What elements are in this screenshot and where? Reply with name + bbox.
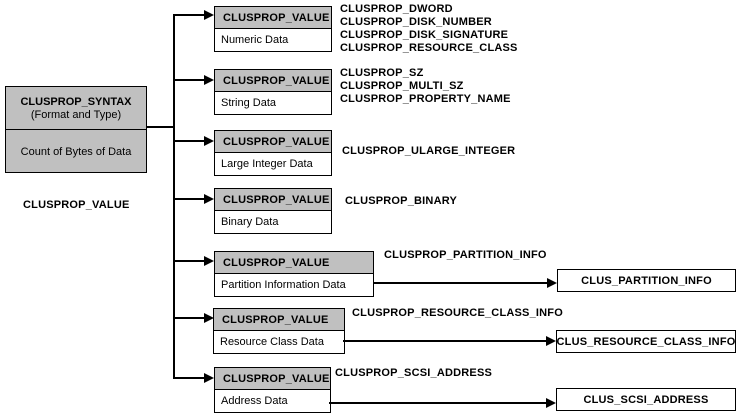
type-label: CLUSPROP_PARTITION_INFO [384,249,547,261]
clus-partition-info-box: CLUS_PARTITION_INFO [557,269,736,292]
branch-line-5 [173,260,205,262]
value-box-body: Address Data [215,390,330,412]
type-label: CLUSPROP_SCSI_ADDRESS [335,367,493,379]
clusprop-value-box-binary: CLUSPROP_VALUE Binary Data [214,188,332,234]
clusprop-syntax-body: Count of Bytes of Data [20,145,132,158]
type-labels-numeric: CLUSPROP_DWORD CLUSPROP_DISK_NUMBER CLUS… [340,3,518,55]
value-box-body: String Data [215,92,331,114]
arrow-right-icon [204,373,214,383]
type-label: CLUSPROP_ULARGE_INTEGER [342,145,516,157]
clusprop-syntax-header: CLUSPROP_SYNTAX (Format and Type) [6,87,146,130]
connector-root-line [147,126,175,128]
type-label: CLUSPROP_RESOURCE_CLASS [340,42,518,54]
value-box-body: Large Integer Data [215,153,331,175]
connector-trunk-line [173,14,175,379]
type-label: CLUSPROP_RESOURCE_CLASS_INFO [352,307,563,319]
type-labels-address: CLUSPROP_SCSI_ADDRESS [335,367,492,380]
struct-box-label: CLUS_SCSI_ADDRESS [583,393,709,406]
value-box-body: Partition Information Data [215,274,373,296]
arrow-right-icon [204,194,214,204]
type-label: CLUSPROP_DISK_SIGNATURE [340,29,509,41]
type-label: CLUSPROP_BINARY [345,195,457,207]
clusprop-syntax-subtitle: (Format and Type) [30,109,122,121]
type-label: CLUSPROP_DISK_NUMBER [340,16,492,28]
type-label: CLUSPROP_DWORD [340,3,453,15]
clusprop-value-box-numeric: CLUSPROP_VALUE Numeric Data [214,6,332,52]
value-box-header: CLUSPROP_VALUE [215,131,331,153]
value-box-header: CLUSPROP_VALUE [215,252,373,274]
branch-line-4 [173,198,205,200]
struct-box-label: CLUS_RESOURCE_CLASS_INFO [556,335,736,348]
value-box-header: CLUSPROP_VALUE [214,309,344,331]
type-labels-binary: CLUSPROP_BINARY [345,195,457,208]
type-labels-partition: CLUSPROP_PARTITION_INFO [384,249,547,262]
branch-line-3 [173,140,205,142]
value-box-body: Resource Class Data [214,331,344,353]
value-box-body: Numeric Data [215,29,331,51]
arrow-right-icon [546,398,556,408]
type-label: CLUSPROP_PROPERTY_NAME [340,93,511,105]
arrow-right-icon [546,336,556,346]
connector-resource-class-line [343,340,547,342]
clusprop-value-label: CLUSPROP_VALUE [23,199,130,211]
clusprop-value-box-address: CLUSPROP_VALUE Address Data [214,367,331,413]
type-label: CLUSPROP_MULTI_SZ [340,80,464,92]
type-label: CLUSPROP_SZ [340,67,424,79]
branch-line-1 [173,14,205,16]
arrow-right-icon [204,256,214,266]
branch-line-2 [173,79,205,81]
value-box-header: CLUSPROP_VALUE [215,70,331,92]
clusprop-value-box-large-integer: CLUSPROP_VALUE Large Integer Data [214,130,332,176]
clusprop-value-box-partition: CLUSPROP_VALUE Partition Information Dat… [214,251,374,297]
arrow-right-icon [547,278,557,288]
branch-line-6 [173,317,205,319]
value-box-body: Binary Data [215,211,331,233]
clusprop-syntax-box: CLUSPROP_SYNTAX (Format and Type) Count … [5,86,147,173]
value-box-header: CLUSPROP_VALUE [215,189,331,211]
clusprop-syntax-title: CLUSPROP_SYNTAX [20,96,132,108]
branch-line-7 [173,377,205,379]
clus-scsi-address-box: CLUS_SCSI_ADDRESS [556,388,736,411]
connector-address-line [329,402,547,404]
arrow-right-icon [204,10,214,20]
clusprop-value-box-string: CLUSPROP_VALUE String Data [214,69,332,115]
arrow-right-icon [204,136,214,146]
struct-box-label: CLUS_PARTITION_INFO [581,274,712,287]
type-labels-large-integer: CLUSPROP_ULARGE_INTEGER [342,145,515,158]
value-box-header: CLUSPROP_VALUE [215,7,331,29]
clusprop-value-box-resource-class: CLUSPROP_VALUE Resource Class Data [213,308,345,354]
type-labels-resource-class: CLUSPROP_RESOURCE_CLASS_INFO [352,307,563,320]
arrow-right-icon [204,313,214,323]
arrow-right-icon [204,75,214,85]
clus-resource-class-info-box: CLUS_RESOURCE_CLASS_INFO [556,330,736,353]
connector-partition-line [373,282,547,284]
value-box-header: CLUSPROP_VALUE [215,368,330,390]
type-labels-string: CLUSPROP_SZ CLUSPROP_MULTI_SZ CLUSPROP_P… [340,67,511,106]
